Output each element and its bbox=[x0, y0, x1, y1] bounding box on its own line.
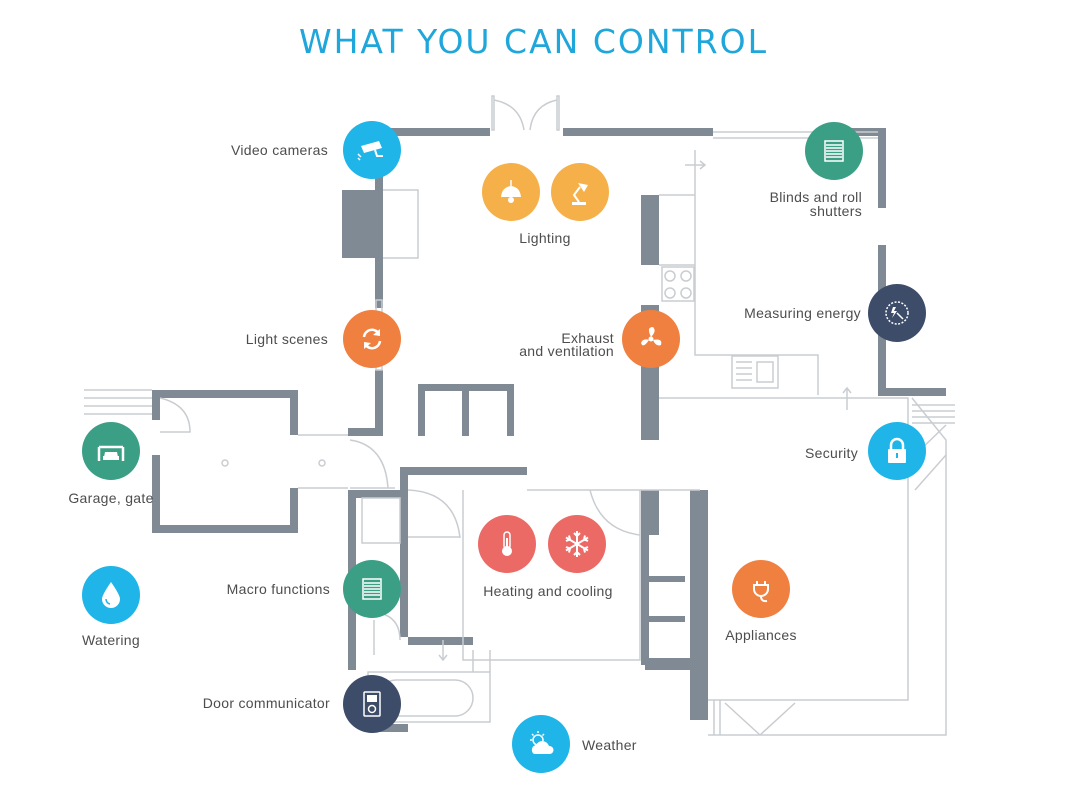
desk-lamp-icon bbox=[572, 183, 588, 205]
door-communicator-label: Door communicator bbox=[202, 695, 330, 711]
blinds-button[interactable] bbox=[805, 122, 863, 180]
security-label: Security bbox=[805, 445, 858, 461]
page-title: WHAT YOU CAN CONTROL bbox=[298, 22, 769, 61]
plug-icon bbox=[753, 581, 769, 603]
blinds-label-line2: shutters bbox=[809, 203, 862, 219]
heating-button[interactable] bbox=[478, 515, 536, 573]
exhaust-label-line2: and ventilation bbox=[519, 343, 614, 359]
weather-button[interactable] bbox=[512, 715, 570, 773]
lighting-ceiling-button[interactable] bbox=[482, 163, 540, 221]
garage-icon bbox=[97, 445, 125, 461]
lighting-desk-button[interactable] bbox=[551, 163, 609, 221]
measuring-energy-button[interactable] bbox=[868, 284, 926, 342]
blinds-label-line1: Blinds and roll bbox=[769, 189, 862, 205]
exhaust-button[interactable] bbox=[622, 310, 680, 368]
light-scenes-button[interactable] bbox=[343, 310, 401, 368]
weather-label: Weather bbox=[582, 737, 637, 753]
security-button[interactable] bbox=[868, 422, 926, 480]
cooling-button[interactable] bbox=[548, 515, 606, 573]
garage-label: Garage, gate bbox=[68, 490, 154, 506]
watering-button[interactable] bbox=[82, 566, 140, 624]
refresh-icon bbox=[362, 328, 382, 350]
lock-icon bbox=[888, 437, 906, 463]
watering-label: Watering bbox=[82, 632, 140, 648]
exhaust-label-line1: Exhaust bbox=[561, 330, 614, 346]
appliances-button[interactable] bbox=[732, 560, 790, 618]
macro-icon bbox=[362, 578, 382, 600]
blinds-icon bbox=[824, 140, 844, 162]
heating-cooling-label: Heating and cooling bbox=[483, 583, 613, 599]
camera-icon bbox=[357, 141, 383, 161]
thermometer-icon bbox=[502, 531, 512, 556]
energy-meter-icon bbox=[885, 301, 909, 325]
light-scenes-label: Light scenes bbox=[245, 331, 328, 347]
intercom-icon bbox=[363, 691, 381, 717]
video-cameras-button[interactable] bbox=[343, 121, 401, 179]
fan-icon bbox=[641, 327, 662, 346]
measuring-energy-label: Measuring energy bbox=[744, 305, 861, 321]
snowflake-icon bbox=[565, 531, 589, 557]
weather-icon bbox=[530, 731, 554, 754]
water-drop-icon bbox=[102, 582, 120, 608]
macro-functions-button[interactable] bbox=[343, 560, 401, 618]
video-cameras-label: Video cameras bbox=[230, 142, 328, 158]
door-communicator-button[interactable] bbox=[343, 675, 401, 733]
macro-functions-label: Macro functions bbox=[226, 581, 330, 597]
lighting-label: Lighting bbox=[519, 230, 571, 246]
garage-button[interactable] bbox=[82, 422, 140, 480]
ceiling-lamp-icon bbox=[501, 180, 521, 203]
appliances-label: Appliances bbox=[725, 627, 797, 643]
